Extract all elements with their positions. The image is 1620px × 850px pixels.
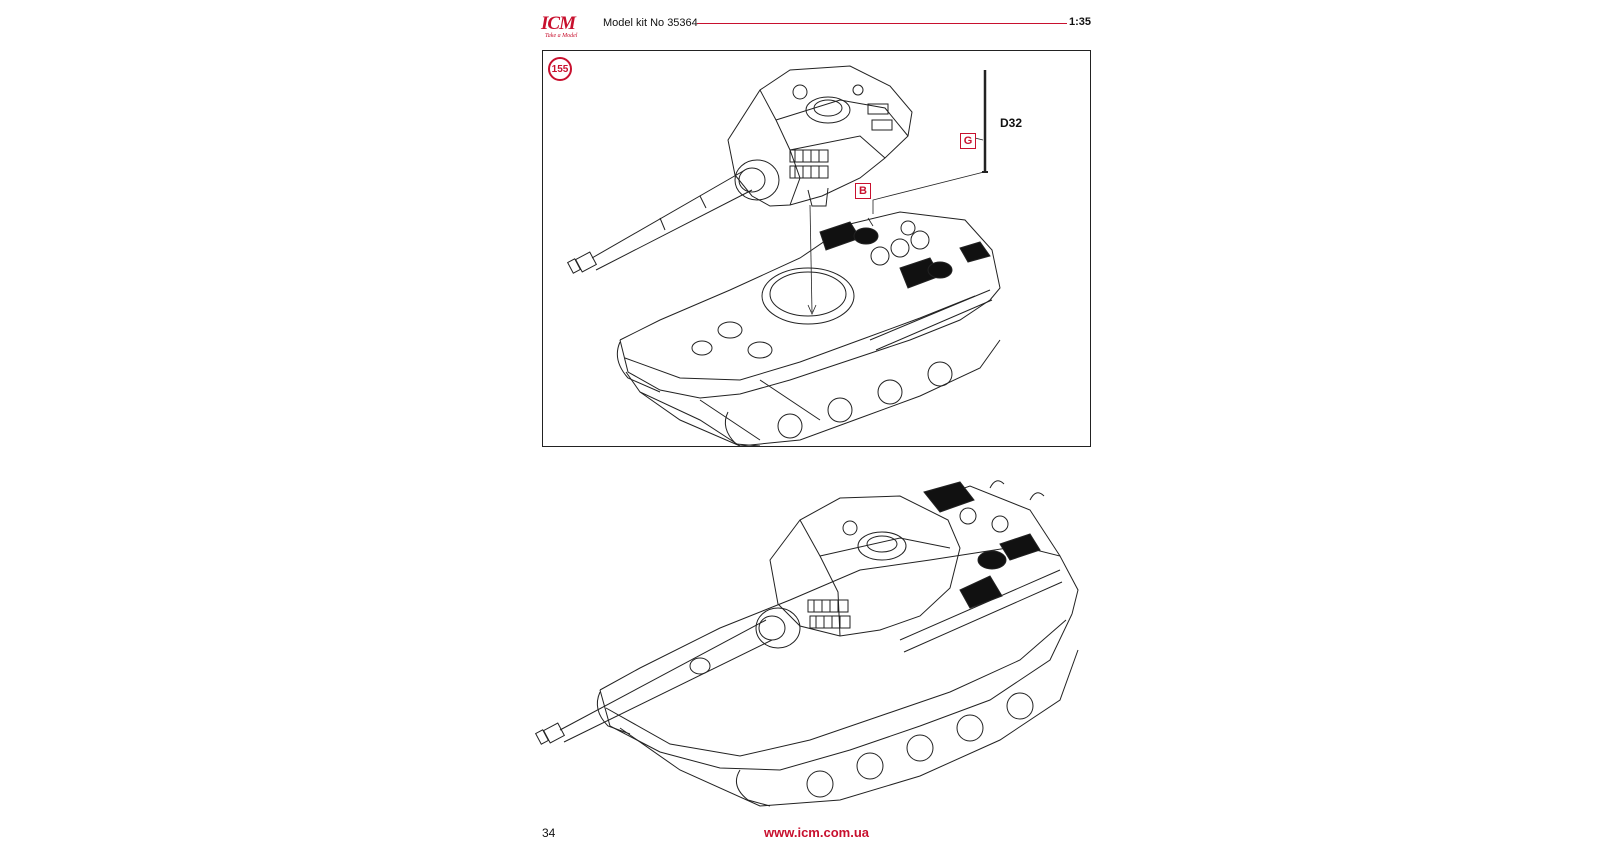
running-gear-upper-drawing — [616, 339, 1001, 447]
sprue-g-marker: G — [960, 133, 976, 149]
logo-tagline: Take a Model — [545, 33, 578, 39]
website-link[interactable]: www.icm.com.ua — [764, 825, 869, 840]
kit-title: Model kit No 35364 — [603, 17, 698, 29]
step-frame — [542, 50, 1091, 447]
step-number-badge: 155 — [548, 57, 572, 81]
icm-logo: ICM Take a Model — [541, 13, 591, 39]
turret-exploded-drawing — [566, 65, 913, 274]
scale-label: 1:35 — [1069, 16, 1092, 28]
logo-wordmark: ICM — [541, 13, 576, 34]
sprue-b-marker: B — [855, 183, 871, 199]
part-label-d32: D32 — [1000, 116, 1023, 130]
header-divider — [697, 23, 1067, 24]
hull-upper-drawing — [619, 211, 1001, 399]
completed-tank-drawing — [534, 480, 1079, 807]
page-number: 34 — [542, 826, 556, 840]
